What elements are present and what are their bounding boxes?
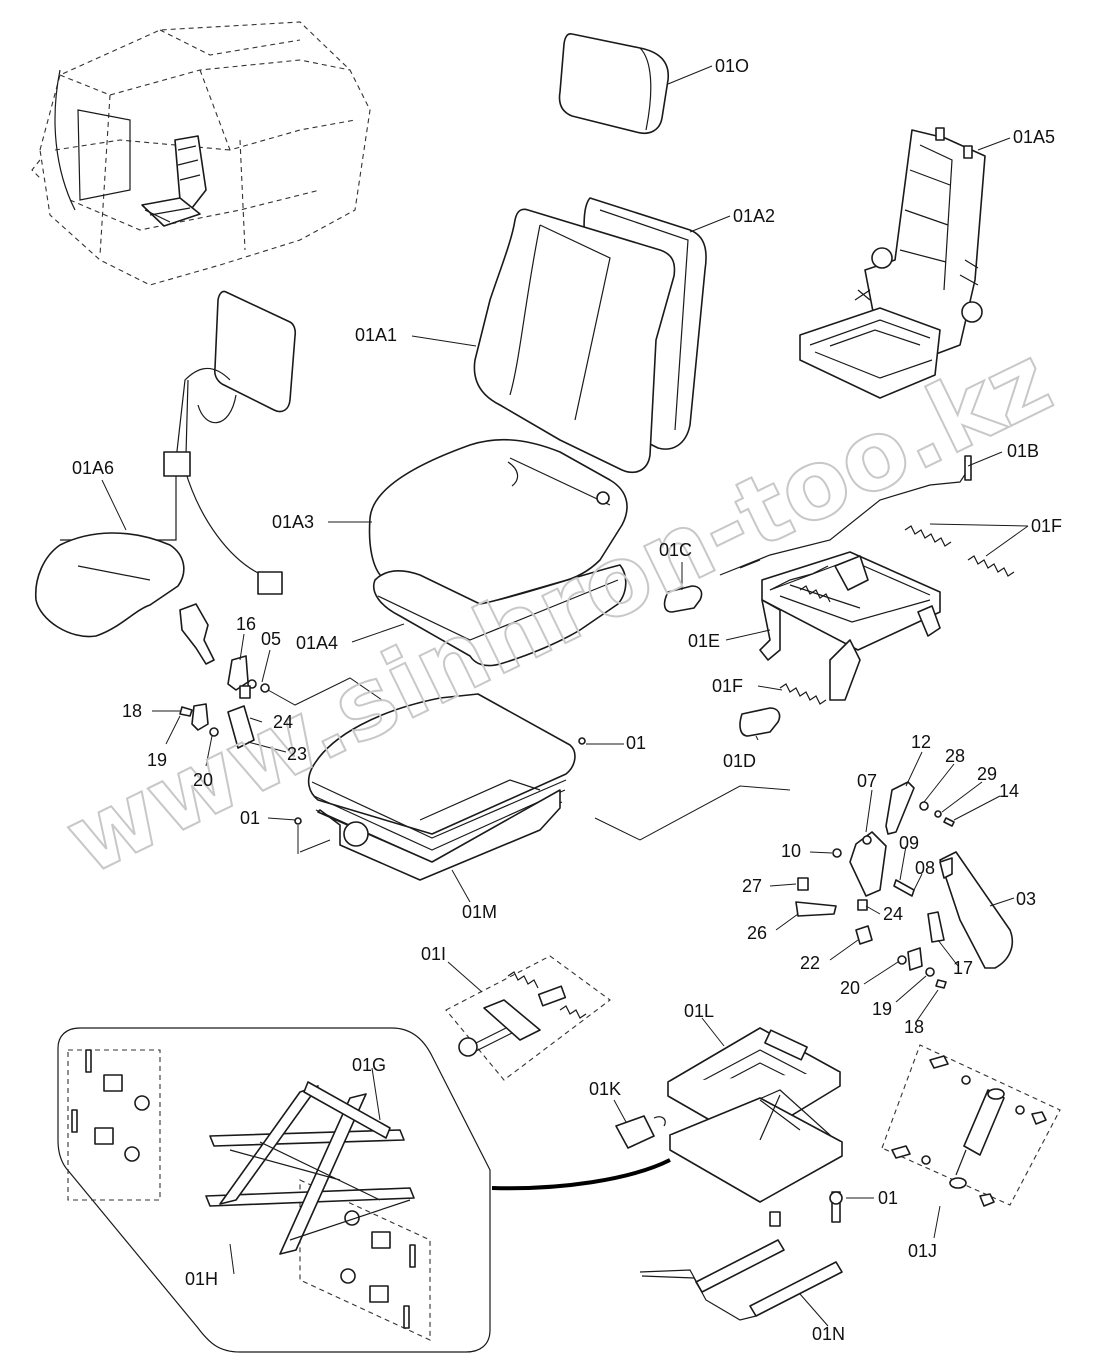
label-23: 23	[287, 744, 307, 764]
clip-01K	[615, 1115, 666, 1149]
leader-lines	[101, 65, 1029, 1327]
label-01B: 01B	[1007, 441, 1039, 461]
suspension-cover-01M	[294, 693, 586, 881]
label-01-upper: 01	[626, 733, 646, 753]
label-29: 29	[977, 764, 997, 784]
label-09: 09	[899, 833, 919, 853]
label-24-right: 24	[883, 904, 903, 924]
label-01A4: 01A4	[296, 633, 338, 653]
label-12: 12	[911, 732, 931, 752]
part-labels: 01O 01A5 01A2 01A1 01A6 01A3 01A4 01B 01…	[72, 56, 1062, 1344]
label-26: 26	[747, 923, 767, 943]
label-16: 16	[236, 614, 256, 634]
label-01F-mid: 01F	[712, 676, 743, 696]
label-27: 27	[742, 876, 762, 896]
label-20-left: 20	[193, 770, 213, 790]
label-01F-top: 01F	[1031, 516, 1062, 536]
label-22: 22	[800, 953, 820, 973]
label-01O: 01O	[715, 56, 749, 76]
label-01-left: 01	[240, 808, 260, 828]
label-01M: 01M	[462, 902, 497, 922]
seat-frame-01A5	[799, 127, 986, 399]
label-07: 07	[857, 771, 877, 791]
label-14: 14	[999, 781, 1019, 801]
armrest-01A6	[34, 290, 297, 665]
label-01J: 01J	[908, 1241, 937, 1261]
label-20-right: 20	[840, 978, 860, 998]
label-01C: 01C	[659, 540, 692, 560]
label-01A1: 01A1	[355, 325, 397, 345]
label-18-right: 18	[904, 1017, 924, 1037]
label-03: 03	[1016, 889, 1036, 909]
label-08: 08	[915, 858, 935, 878]
knobs-01C-01D	[663, 585, 781, 737]
label-01D: 01D	[723, 751, 756, 771]
label-01E: 01E	[688, 631, 720, 651]
suspension-base-01L	[667, 1027, 843, 1203]
label-01A6: 01A6	[72, 458, 114, 478]
label-01H: 01H	[185, 1269, 218, 1289]
label-01N: 01N	[812, 1324, 845, 1344]
suspension-mechanism-01E	[719, 455, 1015, 705]
back-cushion-01A1	[473, 208, 676, 474]
label-01L: 01L	[684, 1001, 714, 1021]
label-18-left: 18	[122, 701, 142, 721]
label-28: 28	[945, 746, 965, 766]
connector-curve	[491, 1158, 671, 1191]
label-10: 10	[781, 841, 801, 861]
detail-panel-01G-01H	[57, 1027, 491, 1353]
label-01A5: 01A5	[1013, 127, 1055, 147]
label-19-right: 19	[872, 999, 892, 1019]
label-01K: 01K	[589, 1079, 621, 1099]
label-17: 17	[953, 958, 973, 978]
right-hardware	[594, 781, 1014, 989]
label-19-left: 19	[147, 750, 167, 770]
headrest-01O	[558, 33, 669, 134]
cab-overview	[31, 21, 371, 286]
label-01-lower: 01	[878, 1188, 898, 1208]
adjuster-group-01I	[445, 955, 611, 1081]
left-hardware	[179, 655, 383, 749]
shock-absorber-01J	[881, 1044, 1061, 1207]
label-05: 05	[261, 629, 281, 649]
label-01A3: 01A3	[272, 512, 314, 532]
label-24-left: 24	[273, 712, 293, 732]
label-01I: 01I	[421, 944, 446, 964]
seat-pan-01A4	[373, 564, 627, 667]
rails-01N	[639, 1191, 843, 1321]
label-01G: 01G	[352, 1055, 386, 1075]
label-01A2: 01A2	[733, 206, 775, 226]
